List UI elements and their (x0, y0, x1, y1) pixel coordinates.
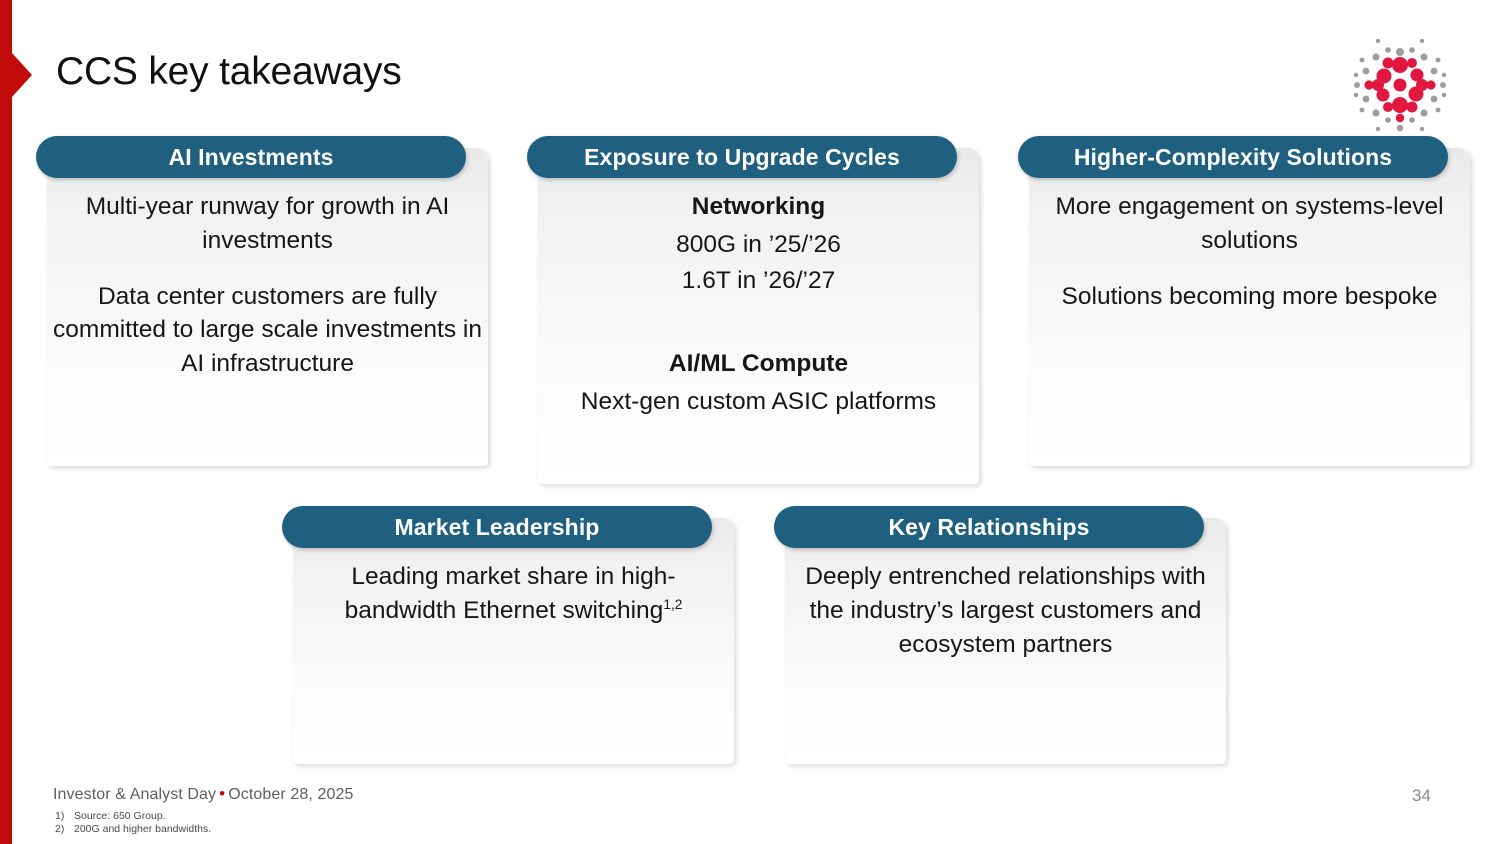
card-header-market-leadership: Market Leadership (282, 506, 712, 548)
card-content-upgrade-cycles: Networking 800G in ’25/’26 1.6T in ’26/’… (538, 190, 979, 419)
left-accent-bar (0, 0, 12, 844)
footer: Investor & Analyst Day•October 28, 2025 (53, 784, 353, 804)
card-body (785, 518, 1226, 764)
card-market-leadership: Market Leadership Leading market share i… (282, 506, 734, 764)
footnote-item: 2) 200G and higher bandwidths. (55, 823, 211, 836)
card-subheading-networking: Networking (691, 193, 826, 220)
card-body (538, 148, 979, 484)
footnotes: 1) Source: 650 Group. 2) 200G and higher… (55, 810, 211, 837)
card-header-higher-complexity: Higher-Complexity Solutions (1018, 136, 1448, 178)
card-content-key-relationships: Deeply entrenched relationships with the… (785, 560, 1226, 661)
card-content-higher-complexity: More engagement on systems-level solutio… (1029, 190, 1470, 313)
card-paragraph: Data center customers are fully committe… (53, 282, 482, 378)
card-paragraph: Deeply entrenched relationships with the… (805, 563, 1206, 658)
section-spacer (544, 319, 973, 347)
footnote-text: Source: 650 Group. (74, 810, 166, 822)
card-header-ai-investments: AI Investments (36, 136, 466, 178)
card-key-relationships: Key Relationships Deeply entrenched rela… (774, 506, 1226, 764)
card-subheading-aiml-compute: AI/ML Compute (668, 350, 849, 378)
card-paragraph: Leading market share in high-bandwidth E… (299, 560, 728, 628)
card-header-key-relationships: Key Relationships (774, 506, 1204, 548)
footer-event-label: Investor & Analyst Day (53, 786, 217, 803)
card-line: Next-gen custom ASIC platforms (580, 388, 937, 416)
footnote-reference: 1,2 (663, 596, 683, 612)
page-title: CCS key takeaways (56, 50, 402, 93)
page-number: 34 (1412, 786, 1431, 805)
card-higher-complexity-solutions: Higher-Complexity Solutions More engagem… (1018, 136, 1470, 466)
title-arrow-icon (12, 53, 32, 97)
card-body (293, 518, 734, 764)
footnote-marker: 1) (55, 810, 65, 822)
footnote-marker: 2) (55, 823, 65, 836)
footer-bullet-icon: • (219, 784, 226, 803)
footer-date: October 28, 2025 (228, 786, 354, 803)
card-exposure-to-upgrade-cycles: Exposure to Upgrade Cycles Networking 80… (527, 136, 979, 484)
footnote-text: 200G and higher bandwidths. (74, 823, 212, 836)
card-body (47, 148, 488, 466)
card-line: 800G in ’25/’26 (676, 230, 841, 258)
card-paragraph: Solutions becoming more bespoke (1061, 282, 1438, 310)
card-paragraph-text: Leading market share in high-bandwidth E… (344, 563, 676, 624)
card-paragraph: More engagement on systems-level solutio… (1055, 193, 1444, 254)
card-header-upgrade-cycles: Exposure to Upgrade Cycles (527, 136, 957, 178)
card-content-ai-investments: Multi-year runway for growth in AI inves… (47, 190, 488, 381)
card-ai-investments: AI Investments Multi-year runway for gro… (36, 136, 488, 466)
footnote-item: 1) Source: 650 Group. (55, 810, 211, 823)
card-body (1029, 148, 1470, 466)
card-content-market-leadership: Leading market share in high-bandwidth E… (293, 560, 734, 628)
card-paragraph: Multi-year runway for growth in AI inves… (85, 193, 450, 254)
card-line: 1.6T in ’26/’27 (681, 266, 836, 294)
marvell-radial-dots-logo (1348, 33, 1452, 137)
